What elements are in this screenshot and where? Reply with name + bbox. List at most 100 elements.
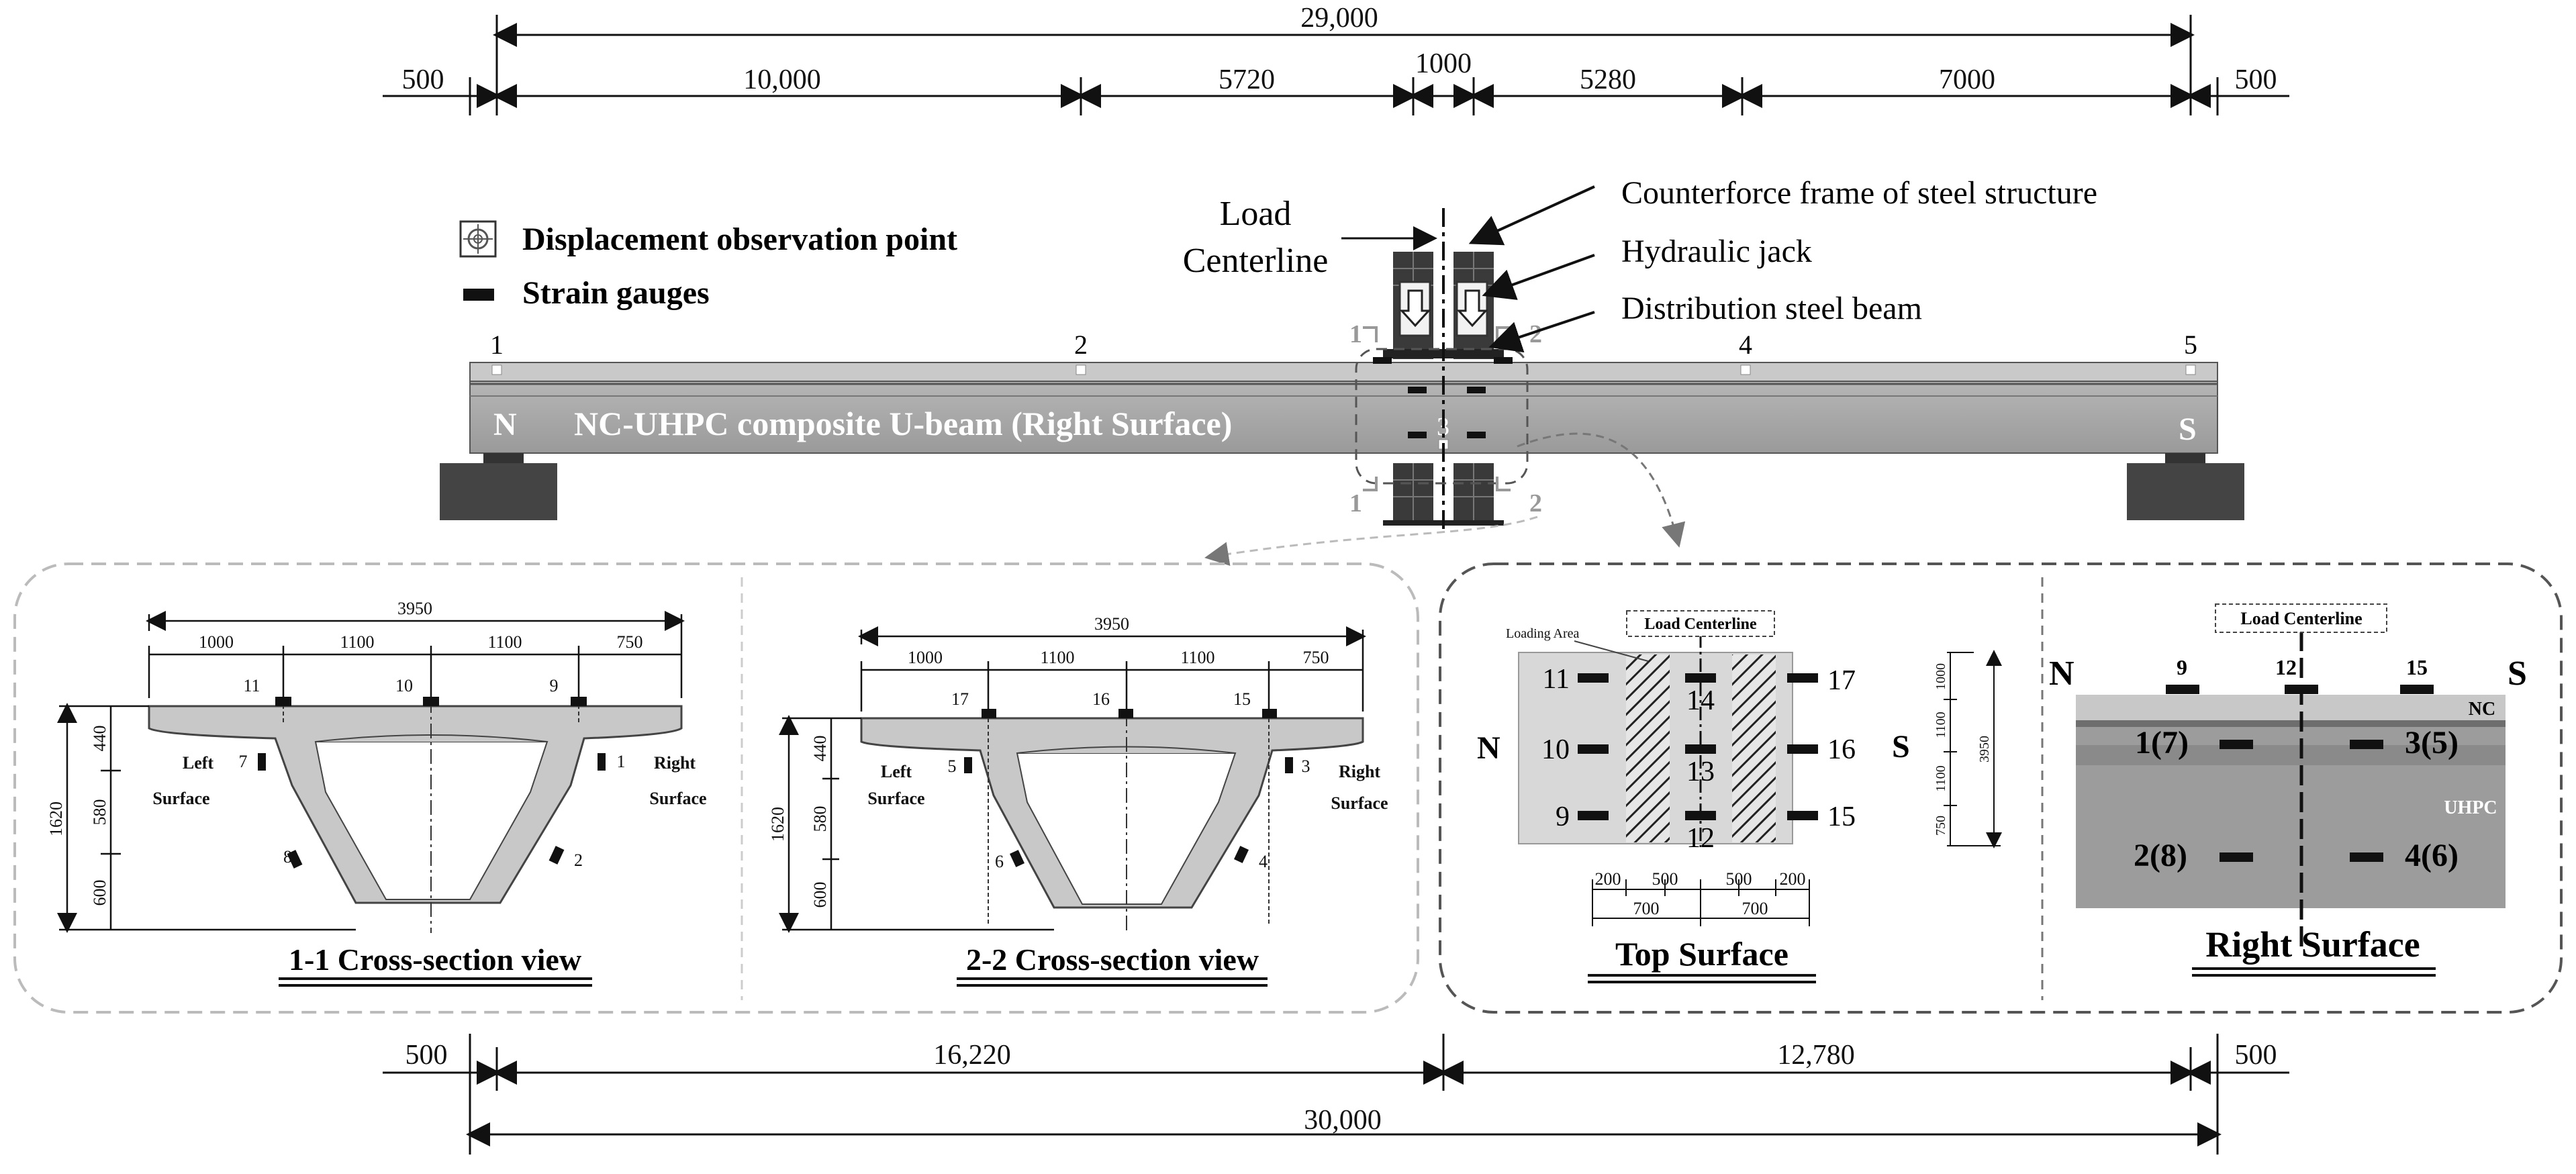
bottom-dim-3: 12,780 [1777, 1040, 1855, 1071]
s22-height-3: 600 [810, 882, 830, 908]
s22-right-surface-1: Right [1339, 762, 1380, 781]
ts-gauge-14: 14 [1686, 685, 1715, 716]
s11-total-width: 3950 [397, 599, 432, 618]
ts-gauge-15: 15 [1827, 801, 1856, 832]
beam-north-label: N [493, 407, 517, 442]
bottom-dim-4: 500 [2235, 1040, 2277, 1071]
beam-strain-gauges [1373, 357, 1513, 438]
section-2-label-bottom: 2 [1529, 489, 1542, 518]
ts-hdim-3: 500 [1726, 869, 1752, 889]
s11-width-2: 1100 [340, 632, 374, 652]
s22-title: 2-2 Cross-section view [966, 942, 1259, 977]
s11-gauge-2: 2 [574, 850, 583, 870]
ts-south: S [1892, 729, 1910, 765]
rs-gauge-1-7: 1(7) [2135, 725, 2189, 761]
right-surface-title: Right Surface [2205, 924, 2420, 965]
top-surface-view: Load Centerline Loading Area 11 10 9 14 … [1477, 610, 2002, 983]
ts-north: N [1477, 730, 1500, 766]
point-label-4: 4 [1739, 330, 1752, 360]
s11-height-total: 1620 [46, 801, 66, 836]
section-2-label-top: 2 [1529, 320, 1542, 348]
s22-height-total: 1620 [768, 807, 788, 842]
rs-north: N [2049, 654, 2074, 693]
right-surface-view: Load Centerline 9 12 15 N S NC UHPC 1(7)… [2049, 603, 2527, 977]
ts-hdim-6: 700 [1742, 899, 1768, 918]
s22-left-surface-2: Surface [867, 789, 924, 808]
s22-height-1: 440 [810, 736, 830, 762]
legend-displacement-label: Displacement observation point [522, 222, 957, 257]
section-1-label-top: 1 [1349, 320, 1362, 348]
s22-gauge-16: 16 [1092, 689, 1110, 709]
s22-gauge-17: 17 [951, 689, 969, 709]
ts-hdim-5: 700 [1633, 899, 1660, 918]
s11-gauge-9: 9 [550, 676, 559, 695]
ts-hdim-1: 200 [1595, 869, 1621, 889]
s22-gauge-6: 6 [995, 852, 1004, 871]
beam-title: NC-UHPC composite U-beam (Right Surface) [574, 405, 1232, 442]
ts-gauge-16: 16 [1827, 734, 1856, 765]
s11-gauge-11: 11 [243, 676, 260, 695]
top-total-dim: 29,000 [1300, 3, 1378, 34]
s11-gauge-10: 10 [395, 676, 413, 695]
top-dim-5: 5280 [1580, 64, 1636, 95]
ts-gauge-17: 17 [1827, 665, 1856, 696]
ts-gauge-13: 13 [1686, 756, 1715, 787]
section-11: 3950 1000 1100 1100 750 11 10 9 7 1 8 2 … [46, 599, 707, 987]
ts-gauge-9: 9 [1556, 801, 1570, 832]
s11-right-surface-2: Surface [649, 789, 706, 808]
detail-region [1355, 348, 1529, 485]
point-label-1: 1 [490, 330, 504, 360]
s11-height-3: 600 [90, 880, 109, 906]
s22-right-surface-2: Surface [1331, 793, 1388, 813]
s22-total-width: 3950 [1094, 614, 1129, 634]
load-centerline-label-line2: Centerline [1183, 242, 1329, 280]
rs-south: S [2508, 654, 2527, 693]
s11-width-1: 1000 [199, 632, 234, 652]
bottom-dim-2: 16,220 [933, 1040, 1011, 1071]
s22-width-1: 1000 [908, 648, 943, 667]
composite-beam [469, 362, 2218, 454]
ts-gauge-10: 10 [1541, 734, 1570, 765]
rs-uhpc-label: UHPC [2444, 797, 2497, 818]
ts-gauge-12: 12 [1686, 823, 1715, 854]
top-dim-1: 500 [402, 64, 444, 95]
connector-cross-sections [1204, 516, 1538, 567]
rs-gauge-9: 9 [2177, 655, 2187, 679]
s11-width-4: 750 [617, 632, 643, 652]
bottom-dim-1: 500 [406, 1040, 448, 1071]
distribution-label: Distribution steel beam [1621, 291, 1922, 326]
ts-vdim-1: 1000 [1934, 663, 1948, 690]
point-label-2: 2 [1074, 330, 1088, 360]
rs-gauge-2-8: 2(8) [2134, 838, 2187, 873]
ts-vdim-4: 750 [1934, 816, 1948, 836]
s22-width-2: 1100 [1040, 648, 1074, 667]
top-dim-2: 10,000 [743, 64, 821, 95]
top-dim-7: 500 [2235, 64, 2277, 95]
top-surface-centerline-label: Load Centerline [1644, 616, 1757, 633]
rs-centerline-label: Load Centerline [2240, 609, 2362, 628]
rs-gauge-12: 12 [2275, 655, 2297, 679]
s22-left-surface-1: Left [881, 762, 912, 781]
s11-height-2: 580 [90, 799, 109, 826]
s22-height-2: 580 [810, 806, 830, 832]
ts-vdim-3: 1100 [1934, 765, 1948, 791]
section-22: 3950 1000 1100 1100 750 17 16 15 5 3 6 4… [768, 614, 1388, 987]
down-arrow-icon [1399, 289, 1431, 328]
s22-gauge-4: 4 [1259, 852, 1268, 871]
s11-gauge-7: 7 [239, 752, 248, 771]
connector-top-surface [1517, 432, 1686, 548]
counterforce-label: Counterforce frame of steel structure [1621, 175, 2097, 211]
s22-width-4: 750 [1303, 648, 1329, 667]
strain-gauge-legend-icon [463, 289, 494, 301]
rs-gauge-15: 15 [2406, 655, 2428, 679]
top-dim-4: 1000 [1415, 48, 1472, 79]
down-arrow-icon [1456, 289, 1488, 328]
legend-strain-label: Strain gauges [522, 275, 710, 311]
bottom-total-dim: 30,000 [1304, 1105, 1382, 1136]
s11-width-3: 1100 [487, 632, 522, 652]
s22-width-3: 1100 [1180, 648, 1214, 667]
s11-right-surface-1: Right [654, 753, 696, 773]
ts-hdim-2: 500 [1652, 869, 1678, 889]
